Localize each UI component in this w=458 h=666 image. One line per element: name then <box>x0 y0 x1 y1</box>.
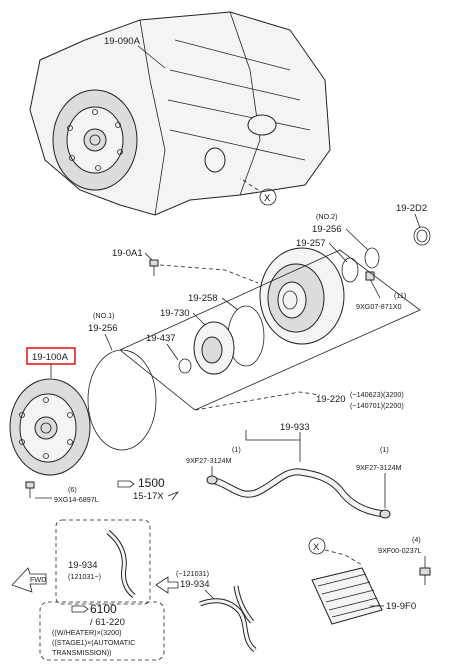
bolt-9xg07 <box>365 271 375 281</box>
label-19-256-left: 19-256 <box>88 323 118 334</box>
label-qty-1a: (1) <box>232 445 241 454</box>
label-qty-4: (4) <box>412 535 421 544</box>
label-date-c: (121031−) <box>68 572 101 581</box>
label-9xg07-871x0: 9XG07-871X0 <box>356 302 402 311</box>
torque-converter-19-100a <box>9 378 91 476</box>
arrow-pointer <box>155 576 179 594</box>
label-cond-3: TRANSMISSION)) <box>52 648 112 657</box>
o-ring-19-2d2 <box>413 226 431 246</box>
label-9xf27-right: 9XF27-3124M <box>356 463 402 472</box>
label-19-100a: 19-100A <box>32 352 69 363</box>
label-qty-6: (6) <box>68 485 77 494</box>
pipe-19-934-new <box>106 530 136 598</box>
label-19-258: 19-258 <box>188 293 218 304</box>
label-19-090a: 19-090A <box>104 36 141 47</box>
fwd-arrow-icon: FWD <box>11 567 47 593</box>
label-19-933: 19-933 <box>280 422 310 433</box>
label-9xf27-left: 9XF27-3124M <box>186 456 232 465</box>
label-qty-1b: (1) <box>380 445 389 454</box>
x-reference-mark-upper: X <box>239 177 277 206</box>
label-19-9f0: 19-9F0 <box>386 601 416 612</box>
label-19-437: 19-437 <box>146 333 176 344</box>
svg-text:FWD: FWD <box>30 575 46 584</box>
bolt-9xf00 <box>419 567 431 585</box>
label-61-220: / 61-220 <box>90 617 125 628</box>
label-date-a: (−140623)(3200) <box>350 390 404 399</box>
seal-ring-19-256-large <box>87 349 157 451</box>
label-19-2d2: 19-2D2 <box>396 203 427 214</box>
label-19-934-a: 19-934 <box>68 560 98 571</box>
label-15-17x: 15-17X <box>133 491 164 502</box>
label-cond-2: ((STAGE1)×(AUTOMATIC <box>52 638 135 647</box>
label-9xf00-0237l: 9XF00-0237L <box>378 546 422 555</box>
pipe-19-934-old <box>199 585 257 652</box>
svg-text:1500: 1500 <box>138 476 165 490</box>
oil-cooler-19-9f0 <box>311 567 383 625</box>
bolt-9xg14 <box>25 481 35 498</box>
x-reference-mark-lower: X <box>308 537 363 566</box>
label-19-220: 19-220 <box>316 394 346 405</box>
seal-ring-19-256 <box>364 247 380 269</box>
label-cond-1: ((W/HEATER)×(3200) <box>52 628 122 637</box>
reference-1500: 1500 <box>117 476 165 490</box>
svg-text:6100: 6100 <box>90 602 117 616</box>
label-19-934-b: 19-934 <box>180 579 210 590</box>
label-no1: (NO.1) <box>93 311 115 320</box>
label-19-257: 19-257 <box>296 238 326 249</box>
pump-gear-19-730 <box>193 321 235 375</box>
label-19-256-top: 19-256 <box>312 224 342 235</box>
cooler-hose-19-933 <box>206 468 391 519</box>
label-19-730: 19-730 <box>160 308 190 319</box>
bolt-19-0a1 <box>149 259 159 276</box>
seal-19-437 <box>178 358 192 374</box>
detail-box-19-934 <box>55 519 151 605</box>
label-19-0a1: 19-0A1 <box>112 248 143 259</box>
transmission-case <box>29 11 331 216</box>
reference-box-6100 <box>39 601 165 661</box>
label-date-b: (−140701)(2200) <box>350 401 404 410</box>
svg-text:X: X <box>264 193 271 204</box>
svg-text:X: X <box>313 542 320 553</box>
label-no2: (NO.2) <box>316 212 338 221</box>
label-9xg14-6897l: 9XG14-6897L <box>54 495 99 504</box>
gasket-19-258 <box>227 305 265 367</box>
reference-6100: 6100 <box>71 602 117 616</box>
oil-pump-assembly <box>259 247 345 345</box>
label-date-d: (−121031) <box>176 569 209 578</box>
flexplate-bolt-holes <box>67 109 123 171</box>
assembly-frame-19-220 <box>119 249 421 411</box>
